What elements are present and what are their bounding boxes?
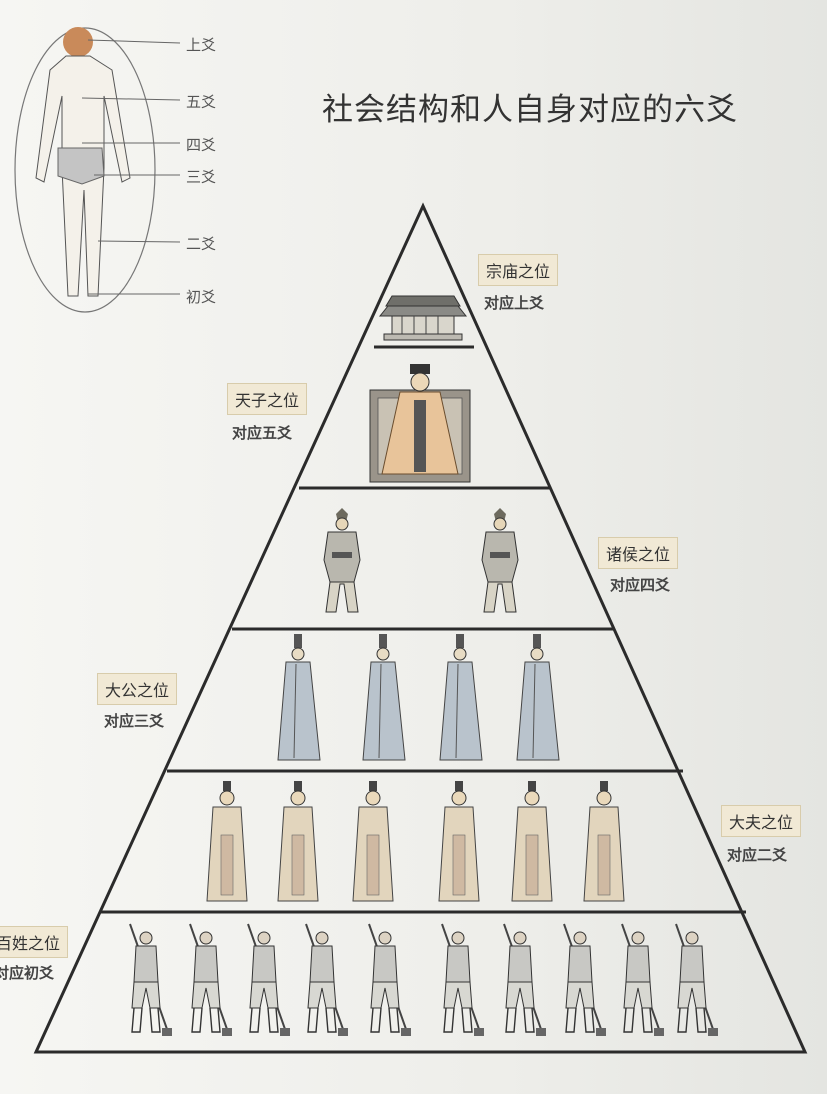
temple-icon [378,295,468,341]
general-icon [323,507,519,613]
body-label-si: 四爻 [186,136,217,154]
human-figure-icon [14,27,156,313]
official-icon [277,633,560,761]
body-leader-lines [81,39,181,295]
body-label-chu: 初爻 [186,288,217,306]
peasant-icon [129,923,719,1037]
emperor-icon [369,364,471,483]
tier-label-zhuhou: 诸侯之位 [598,537,679,569]
body-label-san: 三爻 [186,168,217,186]
body-label-er: 二爻 [186,235,217,253]
tier-label-tianzi: 天子之位 [227,383,308,415]
tier-corr-zongmiao: 对应上爻 [484,294,545,312]
body-label-shang: 上爻 [186,36,217,54]
tier-label-dafu: 大夫之位 [721,805,802,837]
minister-icon [206,780,625,902]
tier-corr-tianzi: 对应五爻 [232,424,293,442]
tier-corr-dafu: 对应二爻 [727,846,788,864]
tier-label-dagong: 大公之位 [97,673,178,705]
tier-corr-dagong: 对应三爻 [104,712,165,730]
tier-label-baixing: 百姓之位 [0,926,69,958]
tier-corr-zhuhou: 对应四爻 [610,576,671,594]
body-label-wu: 五爻 [186,93,217,111]
tier-corr-baixing: 对应初爻 [0,964,55,982]
diagram-title: 社会结构和人自身对应的六爻 [322,92,738,128]
pyramid [33,202,808,1054]
tier-label-zongmiao: 宗庙之位 [478,254,559,286]
